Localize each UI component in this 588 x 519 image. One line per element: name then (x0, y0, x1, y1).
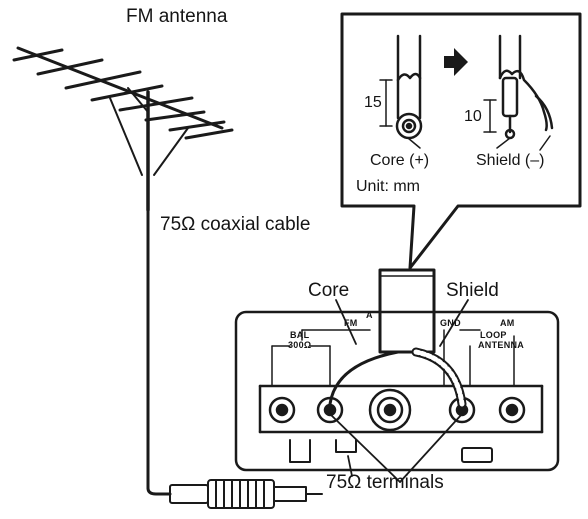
panel-label-am: AM (500, 318, 515, 328)
fm-antenna-label: FM antenna (126, 6, 228, 27)
coaxial-cable-line (146, 208, 172, 496)
panel-label-loop: LOOP (480, 330, 507, 340)
inset-core-plus: Core (+) (370, 152, 430, 169)
panel-label-fm: FM (344, 318, 358, 328)
inset-dim-15: 15 (364, 94, 382, 111)
right-arrow-icon (444, 48, 468, 76)
cable-after-drawing (407, 34, 554, 151)
cable-before-drawing (379, 34, 423, 140)
panel-label-gnd: GND (440, 318, 461, 328)
inset-callout (340, 12, 582, 270)
leader-lines (329, 299, 469, 483)
core-label: Core (308, 280, 350, 301)
inset-shield-minus: Shield (–) (476, 152, 545, 169)
shield-label: Shield (446, 280, 499, 301)
inset-dim-10: 10 (464, 108, 482, 125)
shield-braid (411, 347, 467, 409)
core-wire (328, 350, 400, 406)
panel-label-300ohm: 300Ω (288, 340, 312, 350)
panel-label-antenna: ANTENNA (478, 340, 525, 350)
coaxial-plug-drawing (169, 479, 323, 509)
fm-antenna-drawing (12, 46, 234, 212)
receiver-panel (234, 310, 560, 472)
inset-unit: Unit: mm (356, 178, 420, 195)
terminal-screws (268, 388, 526, 432)
terminals-label: 75Ω terminals (326, 472, 444, 493)
panel-label-a: A (366, 310, 373, 320)
panel-label-bal: BAL (290, 330, 310, 340)
coaxial-cable-label: 75Ω coaxial cable (160, 214, 311, 235)
